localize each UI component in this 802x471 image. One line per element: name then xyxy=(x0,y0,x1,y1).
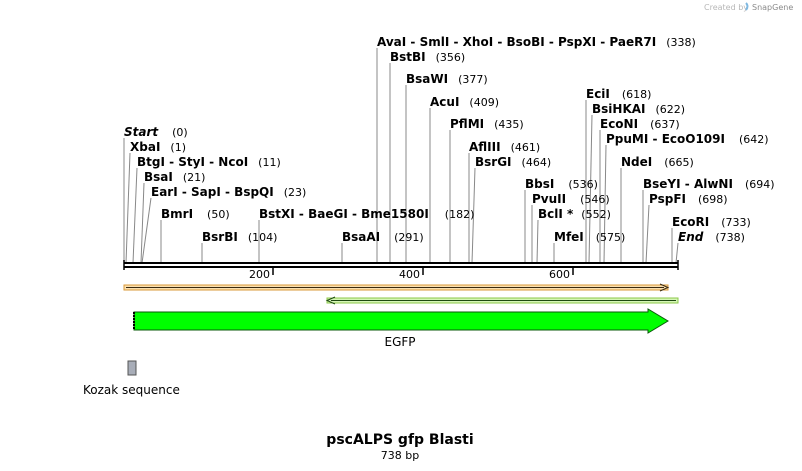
site-label-btgi-group[interactable]: BtgI - StyI - NcoI(11) xyxy=(137,155,281,169)
site-label-ndei[interactable]: NdeI(665) xyxy=(621,155,694,169)
ruler: 200 400 600 xyxy=(249,268,574,281)
feature-label-egfp: EGFP xyxy=(384,335,415,349)
orf-reverse[interactable] xyxy=(325,296,679,305)
site-line-eari xyxy=(141,197,152,264)
site-name-paer7i: PaeR7I xyxy=(609,35,656,49)
site-label-bstbi[interactable]: BstBI(356) xyxy=(390,50,465,64)
site-label-afliii[interactable]: AflIII(461) xyxy=(469,140,540,154)
site-label-bsihkai[interactable]: BsiHKAI(622) xyxy=(592,102,685,116)
site-label-bmri[interactable]: BmrI(50) xyxy=(161,207,230,221)
site-label-end[interactable]: End(738) xyxy=(678,230,745,244)
site-label-bsrgi[interactable]: BsrGI(464) xyxy=(475,155,551,169)
plasmid-title: pscALPS gfp Blasti xyxy=(326,432,473,448)
site-line-bsrgi xyxy=(471,167,476,264)
site-line-end xyxy=(675,242,679,264)
ruler-label-200: 200 xyxy=(249,268,270,281)
site-label-eari-group[interactable]: EarI - SapI - BspQI(23) xyxy=(151,185,306,199)
snapgene-logo-icon xyxy=(745,2,749,11)
site-line-bsihkai xyxy=(588,114,593,264)
site-label-mfei[interactable]: MfeI(575) xyxy=(554,230,625,244)
egfp-arrow xyxy=(133,308,669,334)
site-label-ecori[interactable]: EcoRI(733) xyxy=(672,215,751,229)
site-label-ppumi-group[interactable]: PpuMI - EcoO109I(642) xyxy=(606,132,769,146)
site-line-bsai xyxy=(140,182,145,264)
orf-forward[interactable] xyxy=(123,283,670,292)
site-label-pflmi[interactable]: PflMI(435) xyxy=(450,117,524,131)
site-label-bsai[interactable]: BsaI(21) xyxy=(144,170,205,184)
site-name-avai: AvaI xyxy=(377,35,406,49)
site-label-pvuii[interactable]: PvuII(546) xyxy=(532,192,610,206)
ruler-label-600: 600 xyxy=(549,268,570,281)
site-label-pspfi[interactable]: PspFI(698) xyxy=(649,192,728,206)
site-line-pspfi xyxy=(645,204,650,264)
feature-kozak[interactable]: Kozak sequence xyxy=(83,360,180,397)
ruler-label-400: 400 xyxy=(399,268,420,281)
site-line-btgi xyxy=(132,167,138,264)
site-line-bcli xyxy=(536,219,539,264)
site-label-bcli[interactable]: BclI *(552) xyxy=(538,207,611,221)
site-label-bsrbi[interactable]: BsrBI(104) xyxy=(202,230,277,244)
site-line-ppumi xyxy=(603,144,607,264)
site-name-bsobi: BsoBI xyxy=(507,35,545,49)
site-line-xbai xyxy=(125,152,131,264)
credit-created-by: Created by xyxy=(704,3,748,12)
site-label-bsawi[interactable]: BsaWI(377) xyxy=(406,72,488,86)
site-label-econi[interactable]: EcoNI(637) xyxy=(600,117,680,131)
orf-forward-arrow-icon xyxy=(659,283,670,292)
site-label-xbai[interactable]: XbaI(1) xyxy=(130,140,186,154)
plasmid-length: 738 bp xyxy=(381,449,419,462)
site-label-avai-group[interactable]: AvaI - SmlI - XhoI - BsoBI - PspXI - Pae… xyxy=(377,35,696,49)
kozak-box xyxy=(127,360,137,376)
site-label-bstxi-group[interactable]: BstXI - BaeGI - Bme1580I(182) xyxy=(259,207,474,221)
site-name-xhoi: XhoI xyxy=(463,35,494,49)
site-label-bbsi[interactable]: BbsI(536) xyxy=(525,177,598,191)
sequence-backbone xyxy=(123,260,679,270)
site-label-acui[interactable]: AcuI(409) xyxy=(430,95,499,109)
credit-brand: SnapGene xyxy=(752,3,793,12)
site-label-ecii[interactable]: EciI(618) xyxy=(586,87,651,101)
site-name-smli: SmlI xyxy=(420,35,450,49)
feature-egfp[interactable]: EGFP xyxy=(133,308,669,349)
site-label-bsaai[interactable]: BsaAI(291) xyxy=(342,230,424,244)
site-label-bseyi-group[interactable]: BseYI - AlwNI(694) xyxy=(643,177,775,191)
feature-label-kozak: Kozak sequence xyxy=(83,383,180,397)
orf-reverse-arrow-icon xyxy=(325,296,336,305)
site-lines xyxy=(123,48,679,264)
site-name-pspxi: PspXI xyxy=(558,35,596,49)
svg-text:AvaI - SmlI - XhoI - BsoBI - P: AvaI - SmlI - XhoI - BsoBI - PspXI - Pae… xyxy=(377,35,696,49)
site-label-start[interactable]: Start(0) xyxy=(124,125,188,139)
site-pos-avai: (338) xyxy=(666,36,696,49)
